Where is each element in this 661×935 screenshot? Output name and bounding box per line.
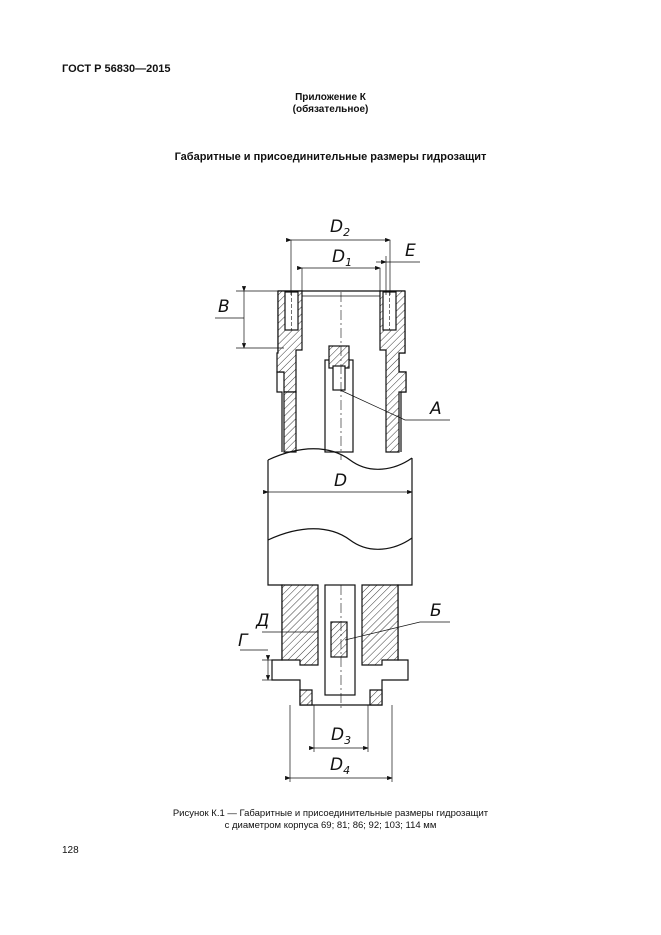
label-a: А: [429, 399, 442, 419]
label-d4: D4: [330, 755, 350, 777]
standard-code: ГОСТ Р 56830—2015: [62, 63, 171, 75]
annex-title: Приложение К: [295, 92, 366, 103]
figure-caption: Рисунок К.1 — Габаритные и присоединител…: [0, 808, 661, 832]
label-g: Г: [238, 631, 249, 651]
label-be: Б: [430, 601, 442, 621]
label-d2: D2: [330, 217, 350, 239]
caption-line-1: Рисунок К.1 — Габаритные и присоединител…: [172, 808, 489, 819]
label-e: E: [405, 241, 416, 261]
page-number: 128: [62, 845, 79, 856]
section-title: Габаритные и присоединительные размеры г…: [174, 151, 487, 163]
label-d1: D1: [332, 247, 352, 269]
label-de: Д: [255, 611, 269, 631]
annex-status: (обязательное): [292, 104, 369, 115]
annex-heading: Приложение К (обязательное): [0, 92, 661, 116]
label-d3: D3: [331, 725, 351, 747]
caption-line-2: с диаметром корпуса 69; 81; 86; 92; 103;…: [224, 820, 437, 831]
label-b: В: [218, 297, 230, 317]
label-d: D: [334, 471, 347, 491]
